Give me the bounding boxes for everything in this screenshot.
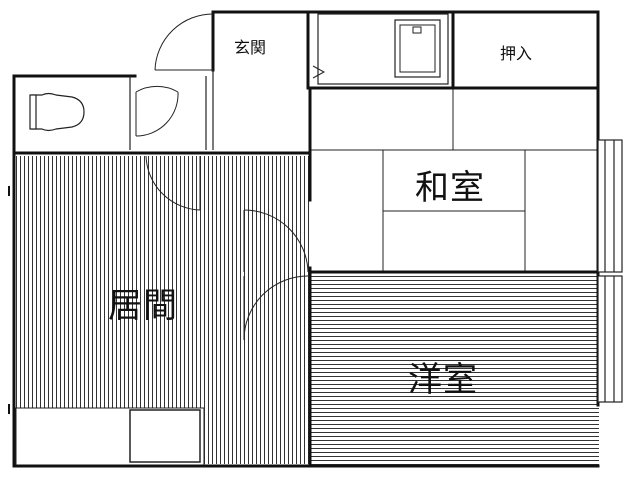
door-arcs xyxy=(135,13,309,341)
toilet xyxy=(29,92,85,132)
room-label-oshiire: 押入 xyxy=(500,44,533,63)
stove-mark xyxy=(312,65,326,79)
faucet xyxy=(412,26,422,34)
tatami-lines xyxy=(311,88,597,272)
room-label-washitsu: 和室 xyxy=(415,168,485,208)
room-label-kyoma: 居間 xyxy=(108,286,178,326)
room-label-genkan: 玄関 xyxy=(234,38,267,57)
interior-lines xyxy=(129,70,214,150)
western-floor-hatch xyxy=(311,275,599,465)
room-label-yoshitsu: 洋室 xyxy=(408,360,478,400)
sink xyxy=(129,409,201,463)
windows xyxy=(597,139,623,403)
